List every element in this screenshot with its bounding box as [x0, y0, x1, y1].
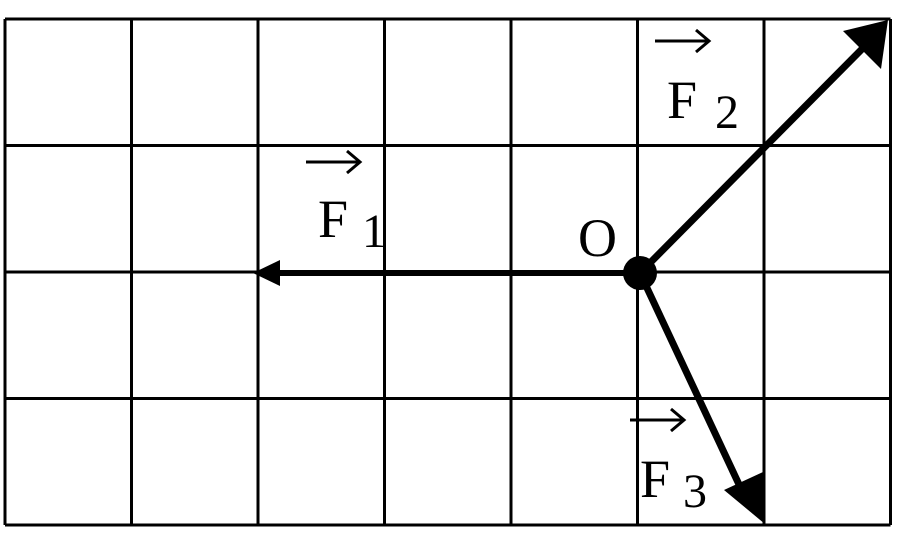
origin-point	[623, 256, 657, 290]
vector-f1-overarrow	[306, 149, 363, 175]
vector-f2: F 2	[637, 20, 888, 276]
vector-f2-subscript: 2	[715, 86, 739, 139]
vector-f1-subscript: 1	[362, 205, 386, 258]
vector-f2-overarrow	[655, 28, 712, 54]
vector-f3-subscript: 3	[683, 465, 707, 518]
vector-f3-letter: F	[640, 449, 670, 509]
vector-f1-arrowhead	[253, 260, 280, 286]
vector-f2-arrowhead	[843, 20, 888, 69]
vector-f3-overarrow	[630, 407, 687, 433]
vector-f1: F 1	[253, 149, 640, 286]
origin-label: O	[578, 208, 617, 268]
vector-f3: F 3	[630, 271, 765, 524]
vector-f3-arrowhead	[724, 472, 765, 524]
vector-f3-shaft	[636, 271, 747, 495]
vector-f2-shaft	[637, 44, 867, 276]
vector-f1-letter: F	[318, 189, 348, 249]
vector-f2-letter: F	[667, 70, 697, 130]
